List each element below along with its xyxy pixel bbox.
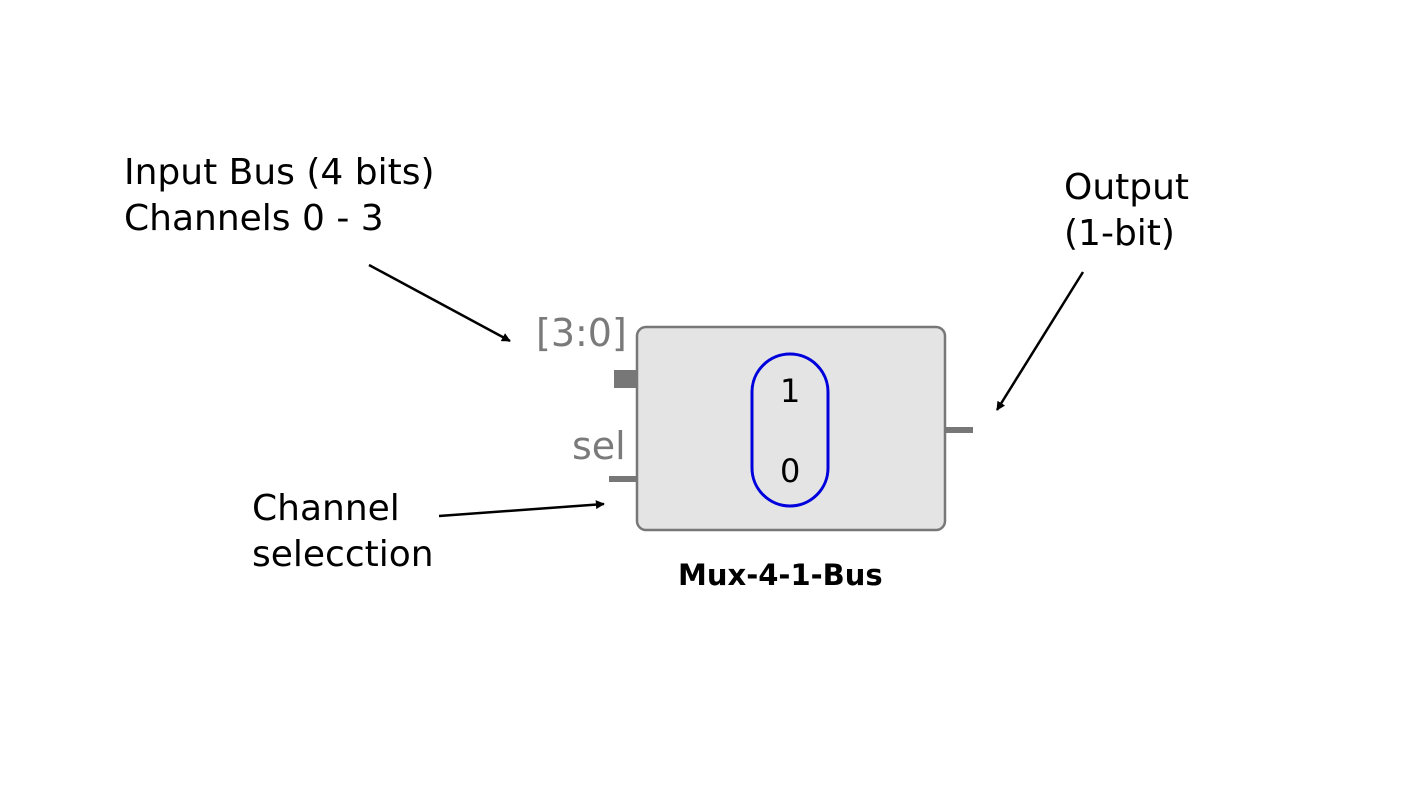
input-bus-annotation: Input Bus (4 bits) Channels 0 - 3 bbox=[124, 150, 435, 242]
output-annotation-line2: (1-bit) bbox=[1064, 213, 1175, 254]
sel-port-label: sel bbox=[572, 424, 626, 468]
input-bus-annotation-line2: Channels 0 - 3 bbox=[124, 198, 384, 239]
sel-port[interactable] bbox=[609, 476, 637, 482]
selection-annotation-line2: selecction bbox=[252, 534, 434, 575]
mux-block[interactable] bbox=[635, 325, 947, 532]
selector-bottom-digit: 0 bbox=[780, 452, 801, 490]
block-name-label: Mux-4-1-Bus bbox=[678, 558, 883, 592]
output-arrow bbox=[995, 271, 1085, 411]
output-annotation: Output (1-bit) bbox=[1064, 165, 1189, 257]
input-bus-port[interactable] bbox=[614, 370, 637, 388]
input-port-label: [3:0] bbox=[536, 311, 627, 355]
output-port[interactable] bbox=[945, 427, 973, 433]
selection-annotation-line1: Channel bbox=[252, 488, 400, 529]
selection-arrow bbox=[438, 500, 605, 518]
selector-indicator bbox=[750, 352, 830, 508]
input-bus-arrow bbox=[368, 263, 511, 343]
selection-annotation: Channel selecction bbox=[252, 486, 434, 578]
selector-top-digit: 1 bbox=[780, 372, 801, 410]
input-bus-annotation-line1: Input Bus (4 bits) bbox=[124, 152, 435, 193]
output-annotation-line1: Output bbox=[1064, 167, 1190, 208]
